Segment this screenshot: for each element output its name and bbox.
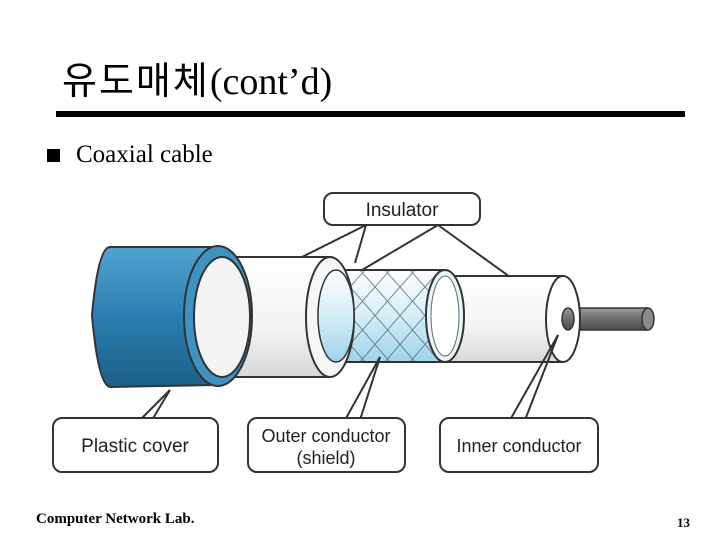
plastic-cover bbox=[90, 245, 253, 389]
page-number: 13 bbox=[677, 515, 690, 530]
label-insulator: Insulator bbox=[323, 192, 481, 226]
title-korean: 유도매체 bbox=[62, 59, 210, 103]
label-plastic-cover: Plastic cover bbox=[52, 417, 219, 473]
inner-insulator bbox=[445, 275, 581, 363]
title-underline bbox=[56, 111, 685, 117]
label-inner-conductor: Inner conductor bbox=[439, 417, 599, 473]
label-outer-conductor: Outer conductor (shield) bbox=[247, 417, 406, 473]
label-inner-conductor-text: Inner conductor bbox=[456, 436, 581, 456]
title-suffix: (cont’d) bbox=[209, 61, 333, 103]
bullet-square-icon bbox=[47, 149, 60, 162]
slide-title: 유도매체(cont’d) bbox=[62, 58, 332, 105]
bullet-text: Coaxial cable bbox=[76, 141, 213, 168]
footer-lab-name: Computer Network Lab. bbox=[36, 511, 195, 527]
coaxial-cable-diagram: Insulator bbox=[52, 192, 655, 473]
label-insulator-text: Insulator bbox=[366, 200, 440, 221]
label-outer-conductor-line2: (shield) bbox=[296, 448, 355, 468]
label-outer-conductor-line1: Outer conductor bbox=[261, 426, 390, 446]
bottom-pointer-lines bbox=[139, 334, 559, 421]
label-plastic-cover-text: Plastic cover bbox=[81, 436, 189, 457]
